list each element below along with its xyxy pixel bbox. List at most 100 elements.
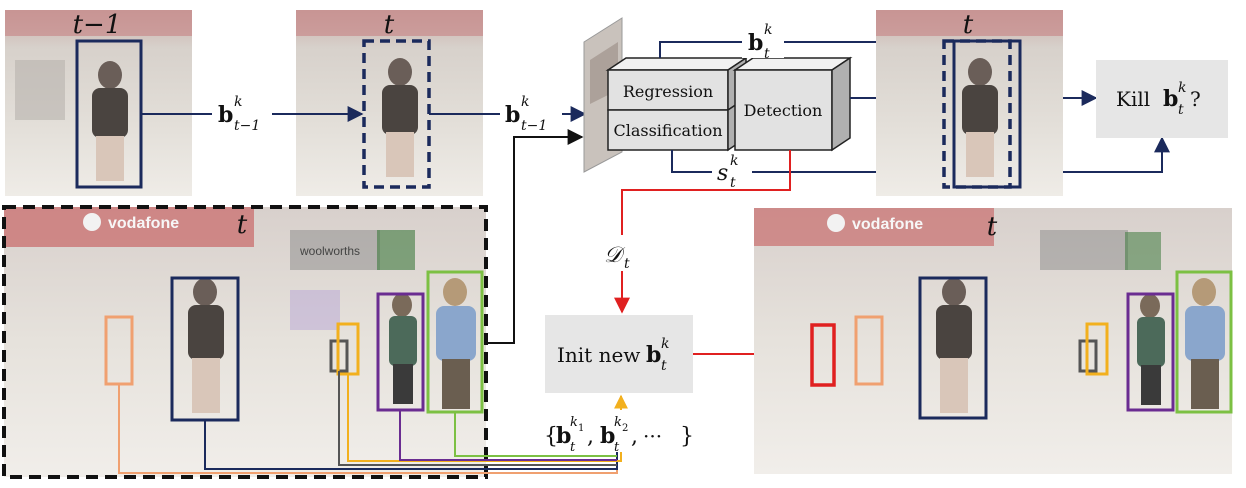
edge-label-b-prev-sub: t−1 [234,118,260,134]
connector-gray [338,371,617,466]
detection-block [734,69,833,151]
result-bbox-yellow [1085,322,1109,376]
edge-label-d: 𝒟 [604,243,626,268]
result-person-green-head [1192,278,1216,306]
frame-prev-person-legs [96,136,124,181]
frame-big-person-green-legs [442,359,470,409]
frame-curr-label: t [384,10,395,40]
cand-comma1: , [587,424,594,449]
edge-label-bt: b [748,30,763,56]
frame-result-label: t [987,212,998,242]
frame-prev-label: t−1 [73,10,122,40]
cand-open: { [544,424,558,449]
edge-label-bt-sub: t [764,46,770,62]
result-person-navy-legs [940,358,968,413]
frame-big-dashed-border [2,205,488,479]
frame-prev: t−1 [5,10,192,196]
frame-prev-person-head [98,61,122,89]
result-bbox-red [810,323,836,387]
frame-out-bbox-solid [952,39,1022,189]
frame-big-label: t [237,210,248,240]
kill-b-sup: k [1178,80,1186,96]
frame-out-sign [876,10,1063,36]
edge-label-b-prev2-sup: k [521,94,529,110]
edge-label-s: s [717,161,728,186]
frame-big-person-green-torso [436,306,476,361]
frame-big-person-navy-torso [188,305,224,360]
kill-box-bg [1096,60,1228,138]
frame-big-person-purple-head [392,293,412,317]
frame-result-sign [754,208,994,246]
frame-big-ad-screen [290,290,340,330]
init-prefix: Init new [557,343,640,367]
edge-label-s-sup: k [730,153,738,169]
result-store-sign [1040,230,1128,270]
edge-label-s-sub: t [730,175,736,191]
edge-label-bg-1 [212,94,272,134]
edge-label-bg-4 [712,155,752,189]
connector-green [454,412,617,457]
frame-big-person-navy-head [193,278,217,306]
result-person-purple-head [1140,294,1160,318]
kill-box: Kill b k t ? [1096,60,1228,138]
result-bbox-green [1175,270,1233,414]
kill-prefix: Kill [1116,87,1150,111]
frame-big-person-purple-legs [393,364,413,404]
connector-purple [399,410,617,461]
edge-label-bg-2 [500,94,562,134]
woolworths-logo-icon [377,230,415,270]
result-person-green-torso [1185,306,1225,361]
frame-prev-storefront [15,60,65,120]
frame-curr: t [296,10,483,196]
detection-label: Detection [744,101,823,120]
frame-big: vodafone woolworths t [2,205,488,479]
edge-label-b-prev: b [218,102,233,128]
cand-comma2: , [631,424,638,449]
edge-label-bt-sup: k [764,22,772,38]
classification-block [607,109,729,151]
result-person-navy-torso [936,305,972,360]
init-b-sub: t [661,358,667,374]
init-box: Init new b k t [545,315,693,393]
kill-suffix: ? [1190,87,1201,111]
frame-out-person-legs [966,132,994,177]
frame-big-person-navy-legs [192,358,220,413]
candidate-set: { b k 1 t , b k 2 t , ··· } [544,415,694,455]
edge-label-d-sub: t [624,256,630,272]
frame-curr-person-legs [386,132,414,177]
network: Regression Classification Detection [583,17,853,173]
regression-top [605,57,749,71]
vodafone-logo-icon [83,213,101,231]
result-bbox-purple [1126,292,1175,412]
edge-label-bg-3 [742,24,784,58]
edge-label-bg-5 [600,235,644,271]
edge-label-b-prev2: b [505,102,520,128]
result-person-purple-legs [1141,365,1161,405]
frame-curr-person-torso [382,85,418,135]
frame-big-store-sign [290,230,380,270]
kill-b: b [1163,86,1178,112]
frame-out-label: t [963,10,974,40]
cand-b1-sup: k [570,415,578,430]
cand-b2-sub: t [614,440,620,455]
cand-ellipsis: ··· [643,424,662,448]
result-vodafone-logo-text: vodafone [852,216,923,233]
init-b: b [646,342,661,368]
vodafone-logo-text: vodafone [108,215,179,232]
frame-out-person-torso [962,85,998,135]
init-box-bg [545,315,693,393]
cand-b2: b [600,423,615,449]
result-bbox-navy [918,276,988,420]
init-b-sup: k [661,336,669,352]
frame-result: vodafone t [754,208,1233,474]
cand-b1-sup-sub: 1 [578,423,584,434]
frame-big-person-purple-torso [389,316,417,366]
cand-b1-sub: t [570,440,576,455]
frame-prev-sign [5,10,192,36]
regression-label: Regression [623,82,713,101]
kill-b-sub: t [1178,102,1184,118]
result-person-purple-torso [1137,317,1165,367]
frame-curr-sign [296,10,483,36]
edge-bigframe-to-network [487,129,584,344]
